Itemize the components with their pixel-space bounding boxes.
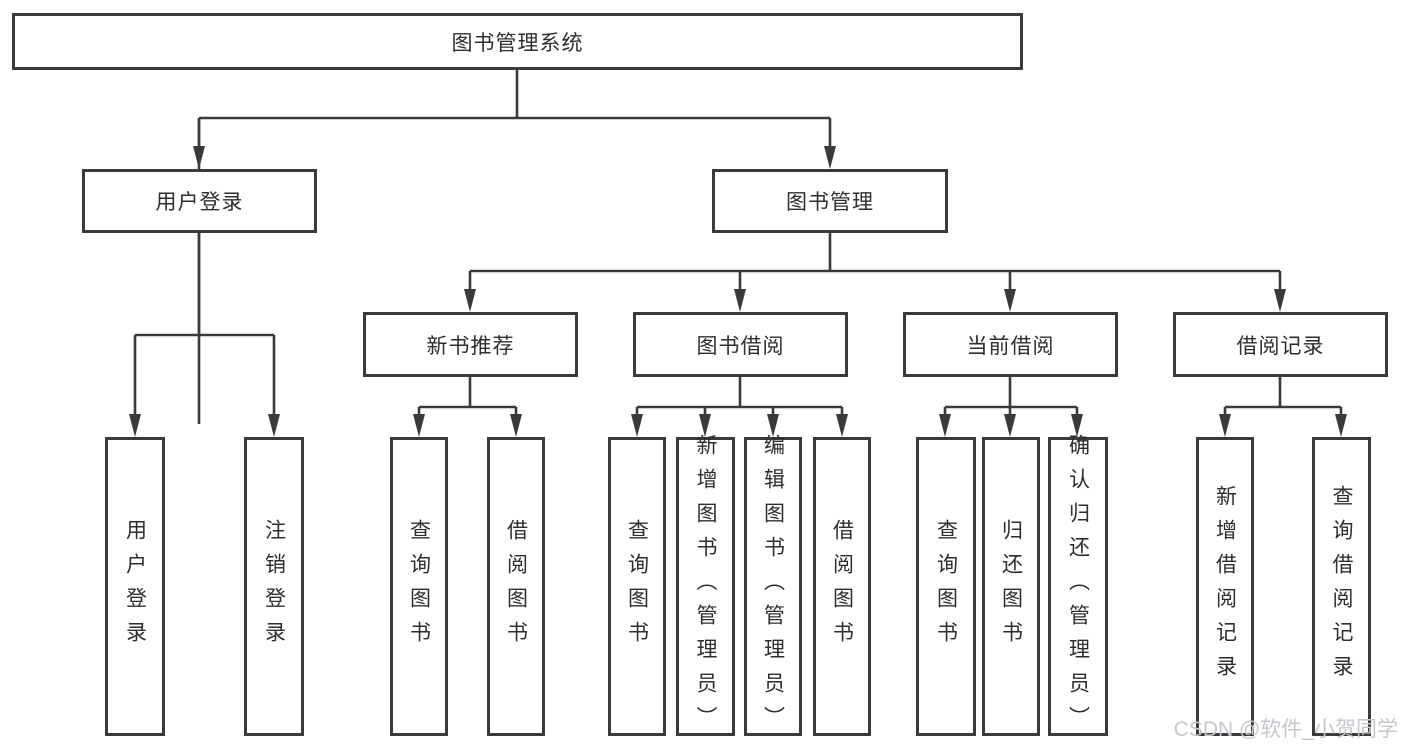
leaf-add-borrow-record: 新增借阅记录 — [1196, 437, 1254, 736]
leaf-return-books-label: 归还图书 — [999, 518, 1023, 655]
node-current-borrow: 当前借阅 — [903, 312, 1118, 377]
leaf-borrow-books-recommend-label: 借阅图书 — [504, 518, 528, 655]
leaf-query-books-current-label: 查询图书 — [934, 518, 958, 655]
node-book-borrow: 图书借阅 — [633, 312, 848, 377]
node-borrow-records: 借阅记录 — [1173, 312, 1388, 377]
leaf-confirm-return-admin: 确认归还（管理员） — [1048, 434, 1108, 740]
leaf-logout: 注销登录 — [244, 437, 304, 736]
leaf-return-books: 归还图书 — [982, 437, 1040, 736]
leaf-borrow-books: 借阅图书 — [813, 437, 871, 736]
node-user-login-label: 用户登录 — [155, 191, 244, 214]
leaf-logout-label: 注销登录 — [262, 518, 286, 655]
node-library-system-label: 图书管理系统 — [451, 31, 584, 55]
leaf-query-books-recommend: 查询图书 — [390, 437, 448, 736]
node-library-system: 图书管理系统 — [12, 13, 1023, 70]
node-borrow-records-label: 借阅记录 — [1236, 334, 1325, 358]
watermark: CSDN @软件_小贺同学 — [1173, 718, 1398, 741]
leaf-query-books-recommend-label: 查询图书 — [407, 518, 431, 655]
leaf-user-login-label: 用户登录 — [123, 518, 147, 655]
node-current-borrow-label: 当前借阅 — [966, 334, 1055, 358]
node-book-management-label: 图书管理 — [786, 191, 874, 214]
leaf-query-books-borrow: 查询图书 — [608, 437, 666, 736]
leaf-borrow-books-recommend: 借阅图书 — [487, 437, 545, 736]
node-book-borrow-label: 图书借阅 — [696, 334, 785, 358]
leaf-edit-books-admin-label: 编辑图书（管理员） — [761, 433, 785, 740]
leaf-add-borrow-record-label: 新增借阅记录 — [1213, 484, 1237, 689]
leaf-query-borrow-record-label: 查询借阅记录 — [1330, 484, 1353, 689]
leaf-edit-books-admin: 编辑图书（管理员） — [744, 434, 802, 740]
leaf-confirm-return-admin-label: 确认归还（管理员） — [1066, 433, 1090, 740]
leaf-add-books-admin-label: 新增图书（管理员） — [694, 433, 717, 740]
leaf-query-borrow-record: 查询借阅记录 — [1312, 437, 1371, 736]
node-user-login: 用户登录 — [82, 169, 317, 233]
node-new-book-recommend: 新书推荐 — [363, 312, 578, 377]
node-new-book-recommend-label: 新书推荐 — [426, 334, 515, 358]
leaf-query-books-borrow-label: 查询图书 — [625, 518, 649, 655]
leaf-query-books-current: 查询图书 — [916, 437, 976, 736]
leaf-borrow-books-label: 借阅图书 — [830, 518, 854, 655]
node-book-management: 图书管理 — [712, 169, 948, 233]
leaf-user-login: 用户登录 — [105, 437, 165, 736]
leaf-add-books-admin: 新增图书（管理员） — [676, 434, 735, 740]
